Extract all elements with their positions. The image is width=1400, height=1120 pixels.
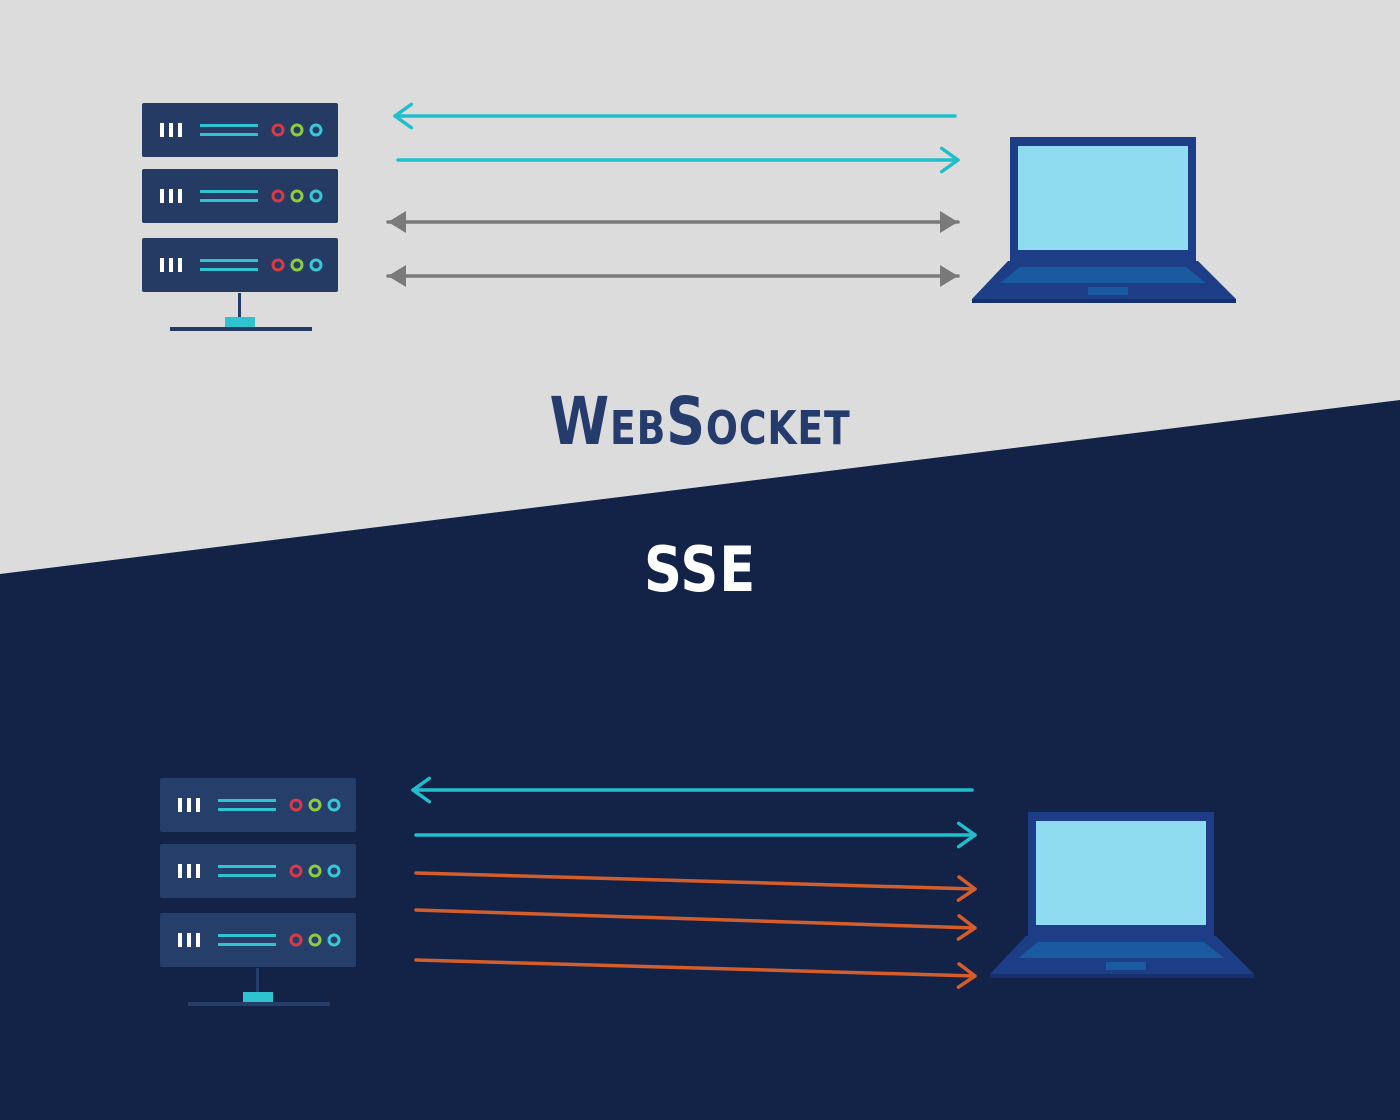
server-unit [160, 913, 356, 967]
server-led-icon [327, 798, 341, 812]
server-unit-panel [160, 913, 356, 967]
laptop-edge [972, 299, 1236, 303]
arrowhead-icon [411, 776, 432, 804]
server-vent-bar [169, 258, 173, 272]
server-led-icon [290, 123, 304, 137]
server-led-icon [308, 798, 322, 812]
server-vent-bar [187, 864, 191, 878]
server-status-line [218, 874, 276, 877]
server-status-line [218, 943, 276, 946]
server-status-line [200, 124, 258, 127]
sse-server-icon [160, 778, 356, 1006]
server-vent-bar [178, 933, 182, 947]
arrowhead-icon [940, 265, 958, 287]
laptop-keyboard [1018, 942, 1224, 958]
server-led-icon [327, 864, 341, 878]
arrowhead-icon [939, 146, 960, 174]
arrowhead-icon [956, 875, 977, 902]
server-status-line [200, 133, 258, 136]
server-status-line [218, 808, 276, 811]
server-led-icon [271, 258, 285, 272]
laptop-screen [1036, 821, 1206, 925]
server-led-icon [308, 864, 322, 878]
server-led-icon [289, 933, 303, 947]
server-unit [142, 103, 338, 157]
server-led-icon [289, 798, 303, 812]
laptop-keyboard [1000, 267, 1206, 283]
server-led-icon [327, 933, 341, 947]
sse-laptop-icon [990, 812, 1254, 978]
server-unit [160, 778, 356, 832]
server-unit-panel [142, 238, 338, 292]
server-led-icon [309, 189, 323, 203]
server-vent-bar [178, 798, 182, 812]
server-vent-bar [178, 123, 182, 137]
arrow-shaft [414, 958, 977, 978]
server-unit [160, 844, 356, 898]
arrowhead-icon [388, 265, 406, 287]
laptop-edge [990, 974, 1254, 978]
server-network-line [170, 327, 312, 331]
laptop-trackpad [1088, 287, 1128, 295]
server-vent-bar [160, 189, 164, 203]
server-vent-bar [160, 258, 164, 272]
server-led-icon [271, 189, 285, 203]
server-status-line [200, 268, 258, 271]
server-status-line [218, 865, 276, 868]
laptop-screen [1018, 146, 1188, 250]
server-status-line [218, 934, 276, 937]
server-led-icon [309, 258, 323, 272]
server-network-stem [256, 968, 259, 994]
server-led-icon [290, 258, 304, 272]
server-status-line [200, 199, 258, 202]
server-vent-bar [169, 123, 173, 137]
arrowhead-icon [393, 102, 414, 130]
websocket-server-icon [142, 103, 338, 331]
arrow-shaft [414, 871, 977, 891]
arrowhead-icon [956, 962, 977, 989]
server-vent-bar [160, 123, 164, 137]
server-vent-bar [187, 933, 191, 947]
server-vent-bar [178, 189, 182, 203]
arrowhead-icon [956, 821, 977, 849]
server-vent-bar [169, 189, 173, 203]
arrow-shaft [414, 908, 977, 930]
server-unit-panel [142, 103, 338, 157]
server-status-line [218, 799, 276, 802]
server-status-line [200, 190, 258, 193]
server-vent-bar [178, 864, 182, 878]
server-vent-bar [178, 258, 182, 272]
server-vent-bar [187, 798, 191, 812]
server-led-icon [271, 123, 285, 137]
server-unit [142, 238, 338, 292]
server-vent-bar [196, 933, 200, 947]
server-led-icon [308, 933, 322, 947]
websocket-laptop-icon [972, 137, 1236, 303]
arrowhead-icon [388, 211, 406, 233]
server-vent-bar [196, 798, 200, 812]
server-unit-panel [160, 844, 356, 898]
arrowhead-icon [940, 211, 958, 233]
server-led-icon [309, 123, 323, 137]
server-network-line [188, 1002, 330, 1006]
server-unit-panel [142, 169, 338, 223]
laptop-trackpad [1106, 962, 1146, 970]
server-unit [142, 169, 338, 223]
server-led-icon [290, 189, 304, 203]
sse-arrows [411, 776, 977, 989]
server-network-stem [238, 293, 241, 319]
server-vent-bar [196, 864, 200, 878]
server-unit-panel [160, 778, 356, 832]
websocket-arrows [386, 102, 960, 287]
arrowhead-icon [956, 914, 977, 941]
sse-title: SSE [643, 533, 757, 606]
server-status-line [200, 259, 258, 262]
server-led-icon [289, 864, 303, 878]
websocket-title: WebSocket [549, 383, 851, 460]
